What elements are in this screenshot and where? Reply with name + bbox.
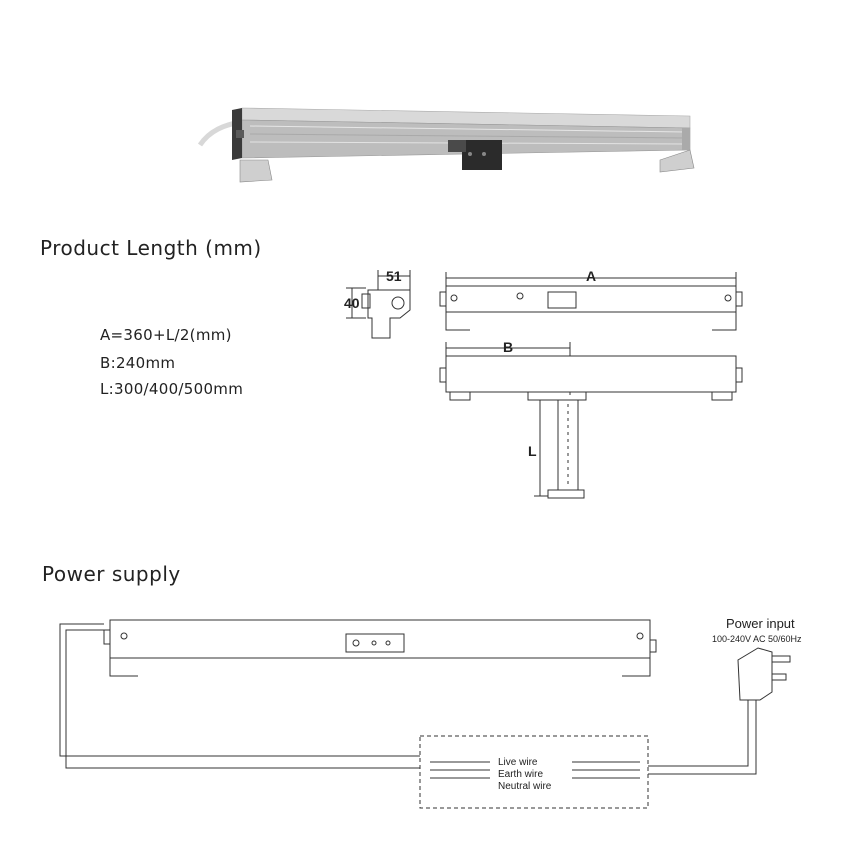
dimension-drawing: 51 40 A B L [344, 268, 743, 499]
open-actuator [439, 342, 743, 499]
actuator-photo [197, 107, 695, 183]
dim-b-label: B [503, 339, 513, 355]
wire-neutral: Neutral wire [498, 781, 552, 792]
product-length-heading: Product Length (mm) [40, 236, 262, 260]
power-input-label: Power input [726, 616, 795, 631]
dim-a-label: A [586, 268, 596, 284]
power-supply-heading: Power supply [42, 562, 181, 586]
spec-b: B:240mm [100, 354, 176, 372]
closed-actuator [439, 272, 743, 331]
spec-l: L:300/400/500mm [100, 380, 244, 398]
wire-earth: Earth wire [498, 769, 543, 780]
wire-live: Live wire [498, 757, 538, 768]
dim-l-label: L [528, 443, 537, 459]
formula-a: A=360+L/2(mm) [100, 326, 232, 344]
side-profile [346, 270, 411, 339]
dim-height-label: 40 [344, 295, 360, 311]
dim-width-label: 51 [386, 268, 402, 284]
power-input-spec: 100-240V AC 50/60Hz [712, 634, 802, 644]
